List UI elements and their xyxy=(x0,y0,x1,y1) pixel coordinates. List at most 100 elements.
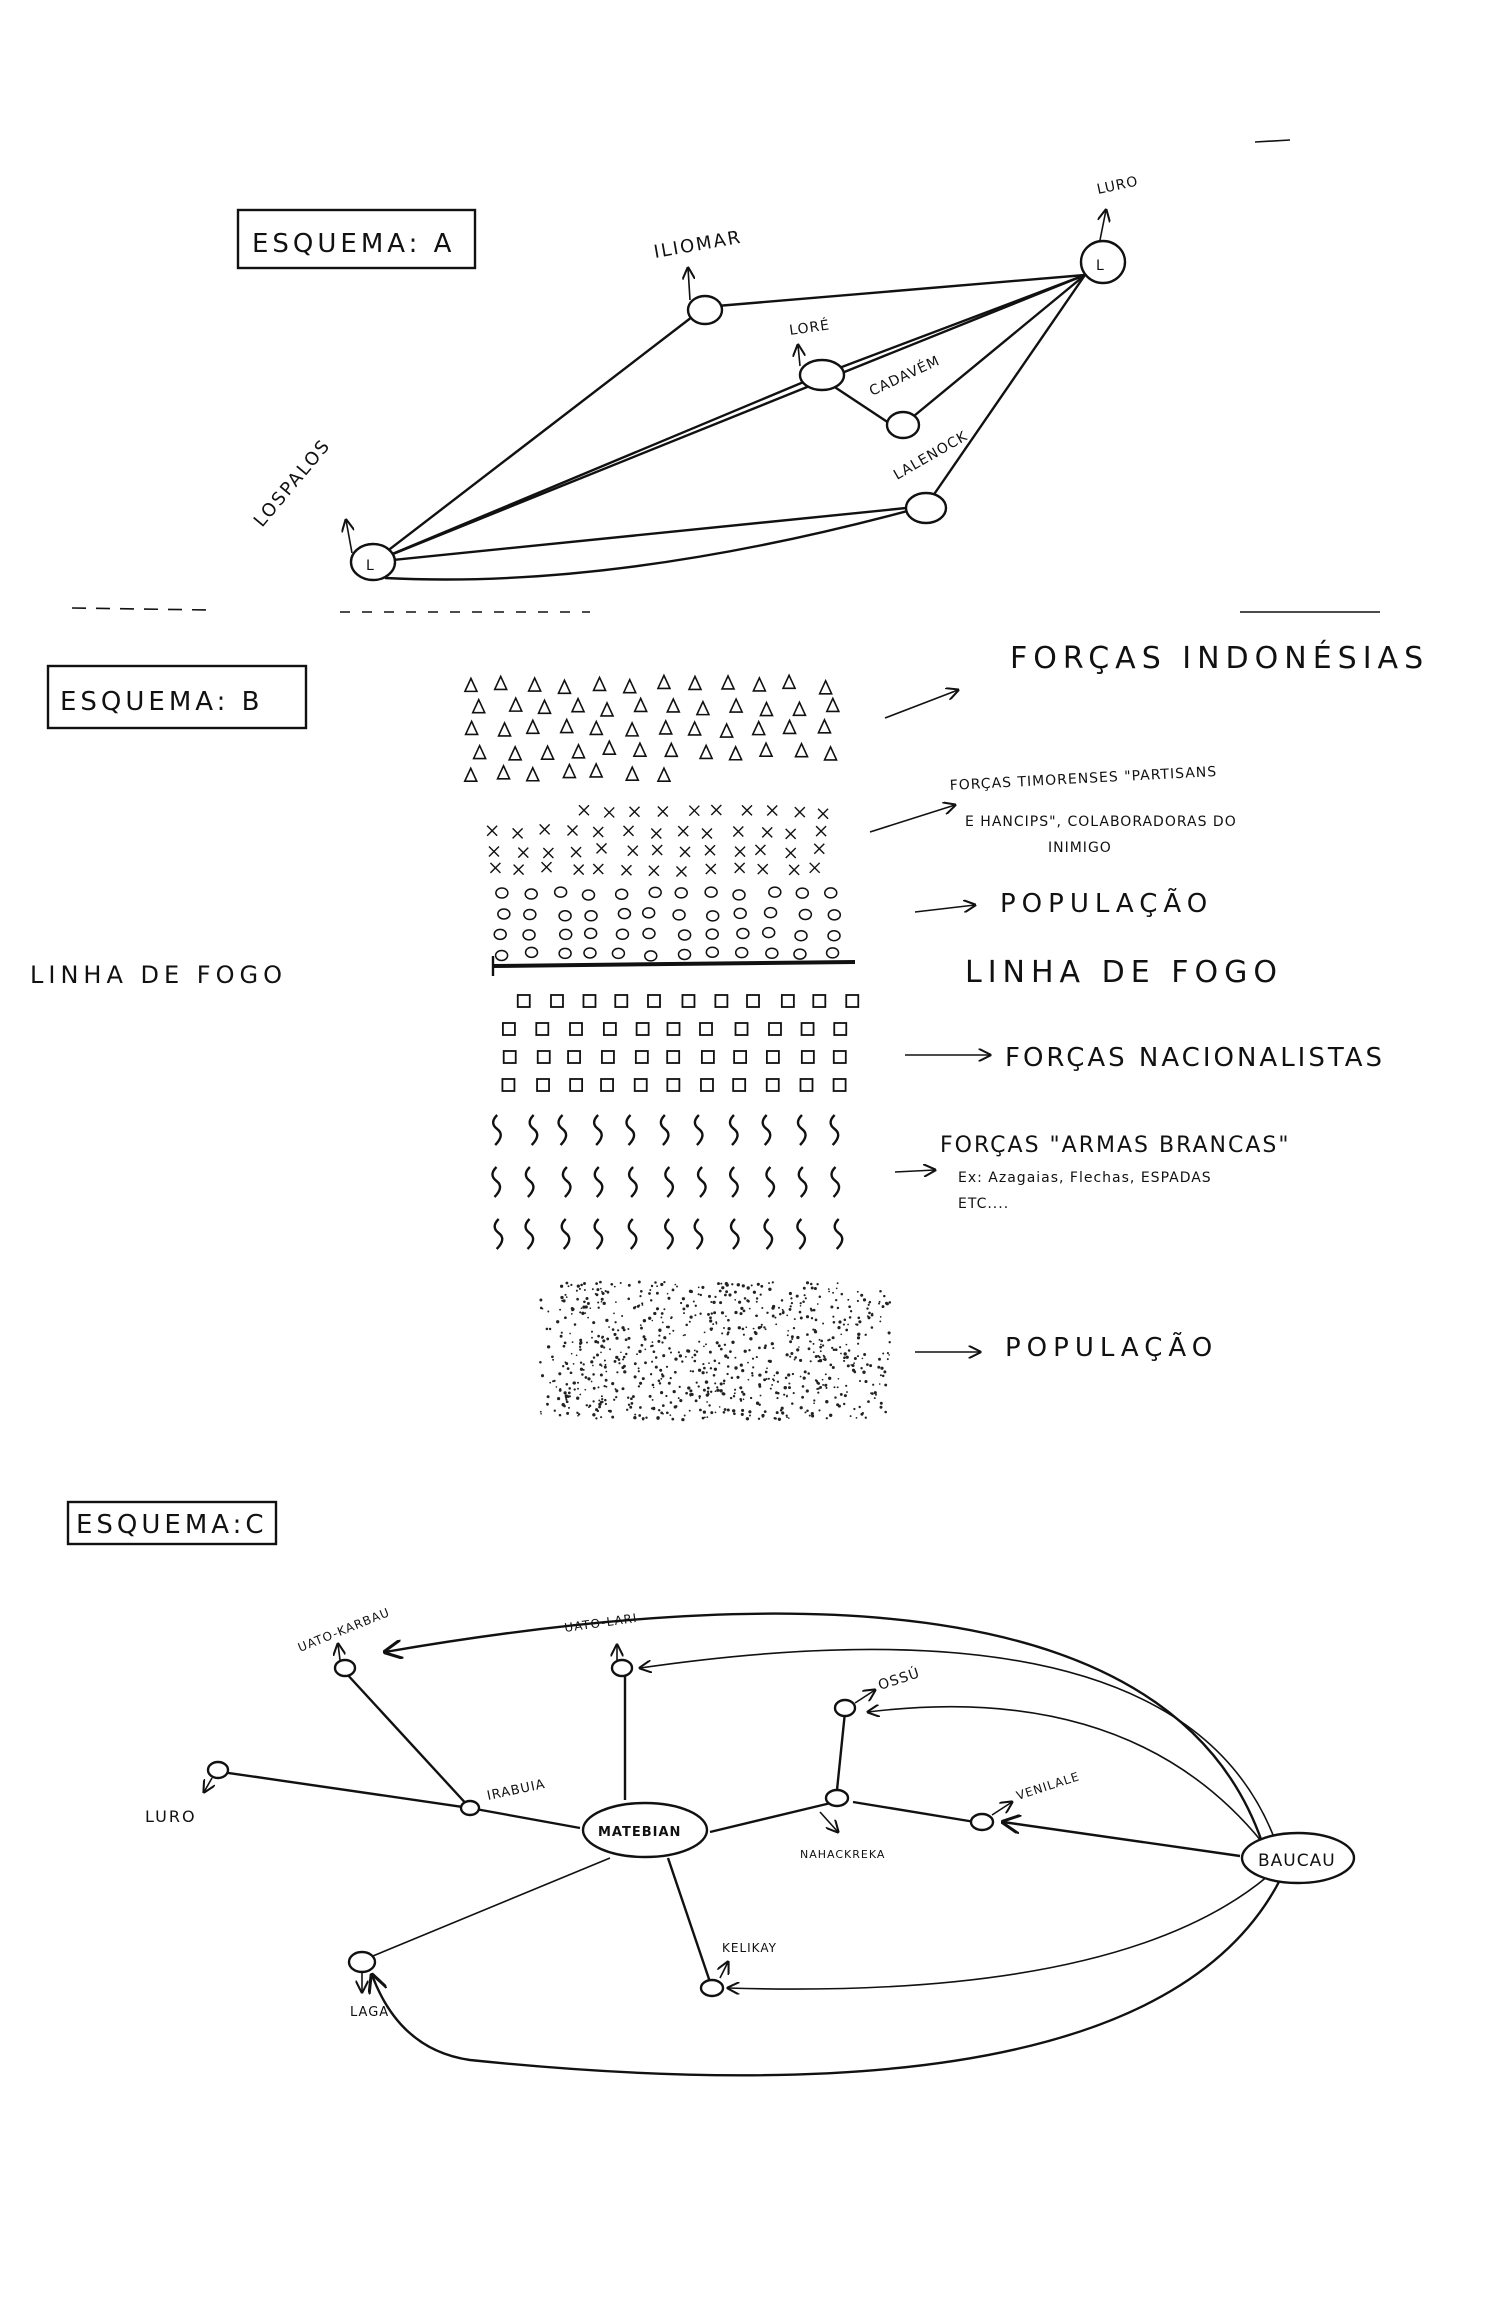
label-matebian: MATEBIAN xyxy=(598,1825,681,1840)
population-dot xyxy=(617,1358,621,1361)
population-dot xyxy=(660,1316,663,1319)
label-armas-brancas-2: Ex: Azagaias, Flechas, ESPADAS xyxy=(958,1170,1212,1186)
population-dot xyxy=(748,1410,752,1414)
cross-symbol xyxy=(650,828,662,840)
population-dot xyxy=(845,1328,849,1332)
population-dot xyxy=(838,1320,842,1324)
cross-symbol xyxy=(570,846,582,858)
population-dot xyxy=(692,1300,695,1303)
population-dot xyxy=(832,1291,835,1294)
label-timorenses-3: INIMIGO xyxy=(1048,840,1112,856)
population-dot xyxy=(567,1406,571,1409)
population-dot xyxy=(812,1308,816,1312)
cross-symbol xyxy=(620,864,632,876)
population-dot xyxy=(775,1371,779,1375)
circle-symbol xyxy=(761,926,776,939)
population-dot xyxy=(596,1288,600,1292)
population-dot xyxy=(793,1358,796,1361)
population-dot xyxy=(639,1406,642,1409)
population-dot xyxy=(724,1293,727,1297)
population-dot xyxy=(759,1293,762,1296)
population-dot xyxy=(879,1405,883,1409)
population-dot xyxy=(761,1413,765,1418)
population-dot xyxy=(592,1288,594,1290)
population-dot xyxy=(630,1397,633,1401)
population-dot xyxy=(592,1364,594,1367)
population-dot xyxy=(809,1340,812,1343)
population-dot xyxy=(597,1306,600,1309)
population-dot xyxy=(601,1400,604,1404)
circle-symbol xyxy=(614,888,629,900)
population-dot xyxy=(562,1344,566,1348)
squiggle-symbol xyxy=(528,1114,539,1146)
squiggle-symbol xyxy=(493,1218,504,1250)
population-dot xyxy=(872,1383,875,1386)
population-dot xyxy=(621,1314,624,1318)
population-dot xyxy=(825,1417,828,1420)
population-dot xyxy=(572,1363,575,1365)
population-dot xyxy=(581,1311,585,1316)
triangle-symbol xyxy=(825,696,841,713)
arrow-armas-brancas xyxy=(894,1170,935,1172)
population-dot xyxy=(568,1387,571,1390)
population-dot xyxy=(821,1344,825,1347)
population-dot xyxy=(546,1395,550,1399)
node-ossu xyxy=(833,1698,857,1718)
label-armas-brancas-1: FORÇAS "ARMAS BRANCAS" xyxy=(940,1133,1290,1158)
population-dot xyxy=(731,1340,735,1344)
population-dot xyxy=(689,1315,693,1319)
circle-symbol xyxy=(611,947,626,960)
cross-symbol xyxy=(757,863,769,875)
population-dot xyxy=(877,1365,881,1369)
circle-symbol xyxy=(522,929,536,941)
population-dot xyxy=(781,1308,784,1311)
population-dot xyxy=(777,1306,781,1309)
population-dot xyxy=(741,1390,744,1394)
edge-iliomar-lospalos xyxy=(372,306,706,563)
population-dot xyxy=(590,1360,594,1364)
square-symbol xyxy=(734,1022,749,1036)
population-dot xyxy=(742,1392,746,1396)
circle-symbol xyxy=(615,928,630,941)
population-dot xyxy=(581,1373,584,1376)
triangle-symbol xyxy=(758,741,774,757)
population-dot xyxy=(546,1345,551,1349)
triangle-symbol xyxy=(571,742,586,759)
population-dot xyxy=(597,1334,600,1338)
cross-symbol xyxy=(629,806,641,818)
population-dot xyxy=(765,1378,768,1380)
population-dot xyxy=(790,1352,794,1355)
population-dot xyxy=(600,1395,603,1398)
population-dot xyxy=(822,1358,825,1361)
circle-symbol xyxy=(558,928,573,941)
square-symbol xyxy=(699,1022,713,1036)
population-dot xyxy=(665,1365,669,1368)
triangle-symbol xyxy=(471,697,486,714)
population-dot xyxy=(860,1366,863,1370)
population-dot xyxy=(758,1403,761,1407)
population-dot xyxy=(708,1294,711,1298)
square-symbol xyxy=(634,1050,649,1064)
population-dot xyxy=(645,1416,648,1419)
triangle-symbol xyxy=(525,718,541,735)
population-dot xyxy=(656,1285,658,1288)
label-kelikay: KELIKAY xyxy=(722,1941,777,1955)
population-dot xyxy=(716,1388,720,1392)
population-dot xyxy=(753,1330,757,1334)
triangle-symbol xyxy=(782,718,797,735)
population-dot xyxy=(835,1298,838,1302)
triangle-symbol xyxy=(720,674,736,690)
squiggle-symbol xyxy=(561,1166,572,1198)
l-mark-lospalos: L xyxy=(366,558,375,574)
triangle-symbol xyxy=(559,717,574,734)
population-dot xyxy=(579,1338,583,1342)
triangle-symbol xyxy=(570,696,586,713)
population-dot xyxy=(767,1359,771,1363)
population-dot xyxy=(813,1286,817,1291)
circle-symbol xyxy=(583,927,598,940)
square-symbol xyxy=(833,1022,848,1036)
population-dot xyxy=(598,1405,601,1409)
population-dot xyxy=(693,1353,697,1357)
population-dot xyxy=(661,1404,665,1407)
circle-symbol xyxy=(642,927,656,940)
